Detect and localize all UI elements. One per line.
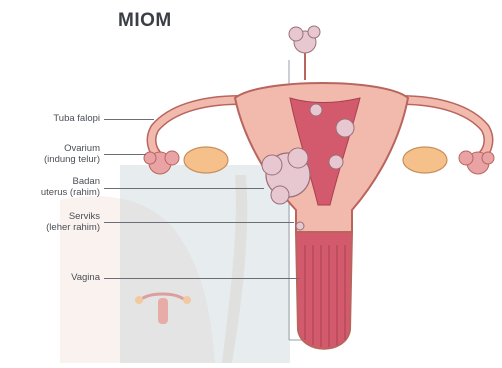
label-vagina-text: Vagina [71, 272, 100, 283]
label-serviks-line1: Serviks [18, 211, 100, 222]
label-serviks-line2: (leher rahim) [18, 222, 100, 233]
label-ovarium-line1: Ovarium [18, 143, 100, 154]
fibroid-inner [310, 104, 322, 116]
label-ovarium: Ovarium (indung telur) [18, 143, 100, 165]
label-ovarium-line2: (indung telur) [18, 154, 100, 165]
leader-line-vagina [104, 278, 300, 279]
label-badan-line1: Badan [18, 176, 100, 187]
label-vagina: Vagina [28, 272, 100, 283]
label-serviks: Serviks (leher rahim) [18, 211, 100, 233]
leader-line-ovarium [104, 154, 146, 155]
overlay-panel [120, 165, 290, 363]
ovary-right [403, 147, 447, 173]
label-tuba-falopi-text: Tuba falopi [53, 113, 100, 124]
fimbriae-right [459, 151, 494, 174]
leader-line-badan-uterus [104, 188, 264, 189]
leader-line-tuba-falopi [104, 119, 154, 120]
ovary-left [184, 147, 228, 173]
label-tuba-falopi: Tuba falopi [28, 113, 100, 124]
label-badan-uterus: Badan uterus (rahim) [18, 176, 100, 198]
vagina-canal [296, 232, 352, 349]
label-badan-line2: uterus (rahim) [18, 187, 100, 198]
fibroid-top [289, 26, 320, 80]
diagram-title: MIOM [118, 10, 172, 32]
cervical-fibroid [296, 222, 304, 230]
leader-line-serviks [104, 222, 294, 223]
